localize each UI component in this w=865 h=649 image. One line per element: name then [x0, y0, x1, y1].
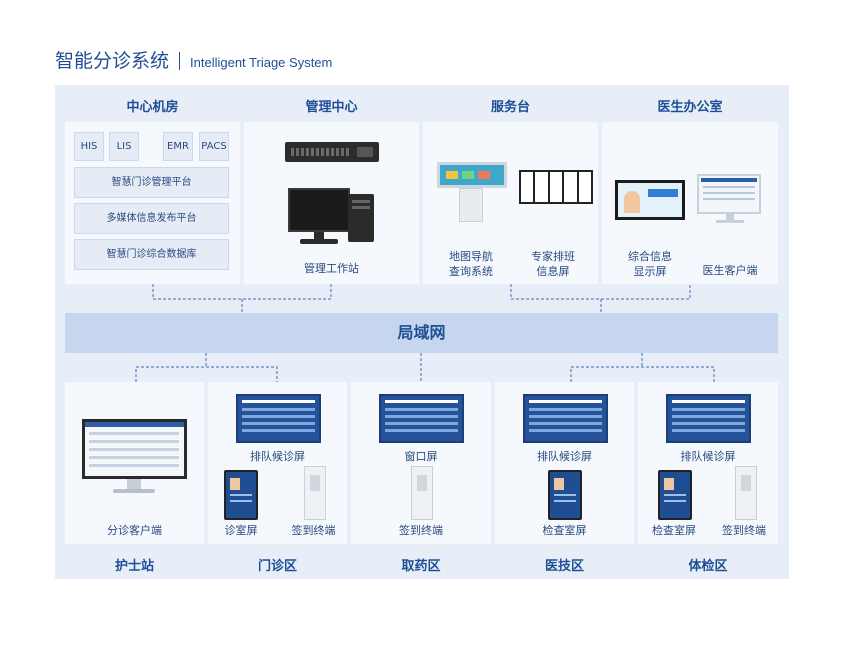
label-checkin-terminal-pharmacy: 签到终端	[399, 524, 443, 537]
triage-client-monitor-icon	[82, 419, 187, 479]
label-triage-client: 分诊客户端	[107, 524, 162, 537]
footer-physical-exam: 体检区	[688, 559, 728, 574]
queue-screen-icon	[666, 394, 751, 443]
pc-tower-icon	[348, 194, 374, 242]
network-band	[65, 313, 778, 353]
monitor-base	[300, 239, 338, 244]
box-database: 智慧门诊综合数据库	[74, 239, 229, 270]
header-doctor-office: 医生办公室	[657, 100, 723, 115]
kiosk-stand-icon	[459, 188, 483, 222]
doctor-client-icon	[697, 174, 761, 214]
header-center-room: 中心机房	[126, 100, 179, 115]
tag-lis: LIS	[109, 132, 139, 161]
label-expert-schedule: 专家排班 信息屏	[531, 250, 575, 278]
panel-doctor-office: 综合信息 显示屏 医生客户端	[602, 122, 778, 284]
label-queue-screen-medtech: 排队候诊屏	[537, 450, 592, 463]
checkin-terminal-icon	[304, 466, 326, 520]
tag-pacs: PACS	[199, 132, 229, 161]
title-separator	[179, 52, 181, 70]
page-title: 智能分诊系统 Intelligent Triage System	[55, 46, 332, 73]
tag-emr: EMR	[163, 132, 193, 161]
label-info-display: 综合信息 显示屏	[628, 250, 672, 278]
tag-his: HIS	[74, 132, 104, 161]
info-display-icon	[615, 180, 685, 220]
label-queue-screen-exam: 排队候诊屏	[680, 450, 736, 463]
connector-top-left	[152, 284, 332, 300]
panel-outpatient: 排队候诊屏 诊室屏 签到终端	[208, 382, 347, 544]
label-map-navigation: 地图导航 查询系统	[449, 250, 493, 278]
footer-outpatient: 门诊区	[257, 559, 297, 574]
network-label: 局域网	[397, 323, 446, 342]
queue-screen-icon	[236, 394, 321, 443]
room-screen-icon	[224, 470, 258, 520]
footer-nurse-station: 护士站	[114, 559, 154, 574]
header-management: 管理中心	[305, 100, 358, 115]
kiosk-screen-icon	[437, 162, 507, 188]
box-outpatient-platform: 智慧门诊管理平台	[74, 167, 229, 198]
panel-nurse-station: 分诊客户端	[65, 382, 204, 544]
label-checkin-terminal-outpatient: 签到终端	[291, 524, 336, 537]
monitor-stand	[314, 232, 324, 240]
schedule-screen-icon	[519, 170, 593, 204]
queue-screen-icon	[523, 394, 608, 443]
checkin-terminal-icon	[411, 466, 433, 520]
exam-room-screen-icon	[548, 470, 582, 520]
monitor-icon	[288, 188, 350, 232]
panel-pharmacy: 窗口屏 签到终端	[351, 382, 491, 544]
label-room-screen: 诊室屏	[224, 524, 258, 537]
exam-room-screen-icon	[658, 470, 692, 520]
label-checkin-terminal-exam: 签到终端	[722, 524, 766, 537]
label-exam-room-screen-medtech: 检查室屏	[542, 524, 587, 537]
checkin-terminal-icon	[735, 466, 757, 520]
box-multimedia-platform: 多媒体信息发布平台	[74, 203, 229, 234]
header-service-desk: 服务台	[490, 100, 530, 115]
panel-physical-exam: 排队候诊屏 检查室屏 签到终端	[638, 382, 778, 544]
panel-management: 管理工作站	[244, 122, 419, 284]
footer-medical-tech: 医技区	[544, 559, 584, 574]
connector-top-right	[510, 284, 691, 300]
panel-center-room: HIS LIS EMR PACS 智慧门诊管理平台 多媒体信息发布平台 智慧门诊…	[65, 122, 240, 284]
footer-pharmacy: 取药区	[401, 559, 441, 574]
label-queue-screen-outpatient: 排队候诊屏	[250, 450, 305, 463]
server-icon	[285, 142, 379, 162]
connector-bottom-left	[135, 366, 278, 382]
title-cn: 智能分诊系统	[55, 50, 170, 72]
label-window-screen: 窗口屏	[404, 450, 438, 463]
label-exam-room-screen-exam: 检查室屏	[652, 524, 696, 537]
title-en: Intelligent Triage System	[190, 55, 333, 70]
window-screen-icon	[379, 394, 464, 443]
connector-bottom-right	[570, 366, 715, 382]
panel-service-desk: 地图导航 查询系统 专家排班 信息屏	[423, 122, 598, 284]
panel-medical-tech: 排队候诊屏 检查室屏	[495, 382, 634, 544]
label-doctor-client: 医生客户端	[702, 264, 758, 277]
label-management-workstation: 管理工作站	[304, 262, 359, 275]
